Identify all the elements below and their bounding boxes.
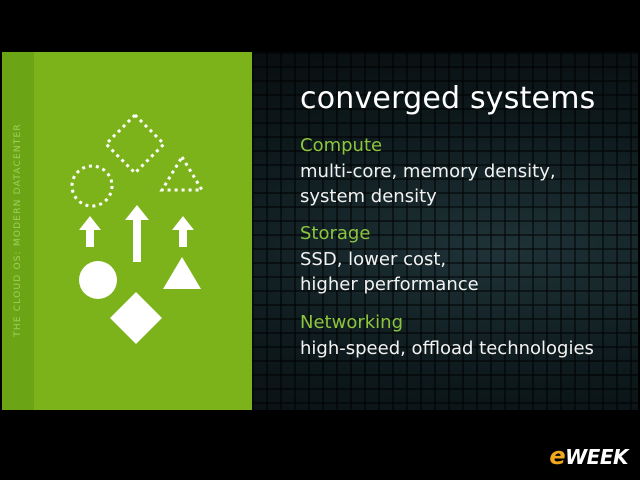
section-line: system density [300, 186, 437, 207]
up-arrow-icon [79, 216, 101, 247]
green-side-panel: THE CLOUD OS: MODERN DATACENTER [2, 52, 252, 410]
filled-diamond-icon [110, 292, 162, 344]
shapes-illustration [70, 112, 205, 344]
logo-prefix: e [549, 442, 566, 470]
eweek-logo: eWEEK [549, 442, 628, 470]
slide-heading: converged systems [300, 81, 596, 116]
section-line: SSD, lower cost, [300, 249, 447, 270]
section-title-compute: Compute [300, 135, 383, 156]
presentation-slide: THE CLOUD OS: MODERN DATACENTER [2, 52, 638, 410]
up-arrow-icon [125, 205, 149, 262]
section-title-networking: Networking [300, 312, 403, 333]
up-arrow-icon [172, 216, 194, 247]
dotted-diamond-icon [103, 112, 167, 176]
section-line: multi-core, memory density, [300, 161, 556, 182]
section-line: high-speed, offload technologies [300, 338, 594, 359]
filled-triangle-icon [163, 257, 201, 289]
section-title-storage: Storage [300, 223, 371, 244]
green-strip [2, 52, 34, 410]
dotted-triangle-icon [159, 154, 205, 192]
tile-background [252, 52, 638, 410]
dotted-circle-icon [70, 164, 114, 208]
filled-circle-icon [79, 261, 117, 299]
logo-suffix: WEEK [565, 445, 628, 469]
section-line: higher performance [300, 274, 479, 295]
